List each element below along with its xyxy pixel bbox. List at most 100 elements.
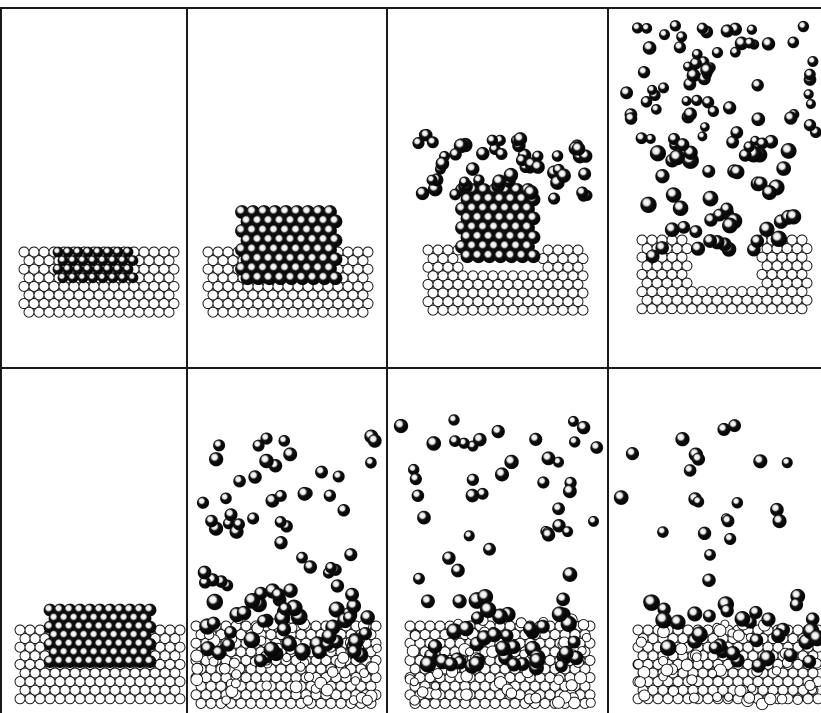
sputtered-atom (588, 516, 598, 526)
sputtered-atom (275, 516, 286, 527)
lattice-atom (420, 698, 430, 708)
sputtered-atom (752, 113, 765, 126)
lattice-atom (308, 307, 318, 317)
sputtered-atom (88, 273, 98, 283)
sputtered-atom (495, 468, 508, 481)
lattice-atom (510, 698, 520, 708)
lattice-atom (744, 692, 755, 703)
sputtered-atom (638, 66, 650, 78)
sputtered-atom (762, 38, 775, 51)
sputtered-atom (272, 588, 285, 601)
lattice-atom (358, 307, 368, 317)
sputtered-atom (660, 640, 676, 656)
sputtered-atom (782, 458, 792, 468)
sputtered-atom (221, 493, 232, 504)
lattice-atom (35, 694, 45, 704)
sputtered-atom (704, 234, 717, 247)
sputtered-atom (735, 611, 750, 626)
sputtered-atom (496, 148, 507, 159)
lattice-atom (661, 664, 673, 676)
sputtered-atom (466, 489, 479, 502)
sputtered-atom (255, 587, 268, 600)
sputtered-atom (338, 504, 350, 516)
lattice-atom (44, 307, 54, 317)
lattice-atom (134, 307, 144, 317)
lattice-atom (687, 304, 697, 314)
lattice-atom (578, 305, 588, 315)
sputtered-atom (762, 186, 776, 200)
sputtered-atom (709, 642, 721, 654)
sputtered-atom (572, 142, 585, 155)
sputtered-atom (692, 49, 702, 59)
sputtered-atom (760, 222, 774, 236)
lattice-atom (248, 307, 258, 317)
lattice-atom (114, 307, 124, 317)
sputtered-atom (632, 23, 642, 33)
sputtered-atom (804, 119, 816, 131)
sputtered-atom (98, 273, 108, 283)
sputtered-atom (762, 613, 775, 626)
lattice-atom (94, 307, 104, 317)
sputtered-atom (772, 628, 784, 640)
lattice-atom (191, 650, 203, 662)
sputtered-atom (751, 235, 764, 248)
sputtered-atom (128, 273, 138, 283)
lattice-atom (647, 304, 657, 314)
sputtered-atom (752, 79, 764, 91)
lattice-atom (290, 681, 302, 693)
sputtered-atom (722, 515, 734, 527)
sputtered-atom (464, 531, 474, 541)
lattice-atom (105, 694, 115, 704)
lattice-atom (362, 695, 372, 705)
sputtered-atom (225, 509, 237, 521)
lattice-atom (707, 304, 717, 314)
lattice-atom (578, 620, 588, 630)
sputtered-atom (745, 38, 755, 48)
sputtered-atom (684, 108, 697, 121)
lattice-atom (232, 670, 241, 679)
lattice-atom (65, 694, 75, 704)
sputtered-atom (636, 133, 647, 144)
lattice-atom (737, 304, 747, 314)
sputtered-atom (703, 165, 715, 177)
lattice-atom (582, 633, 590, 641)
sputtered-atom (683, 62, 692, 71)
sputtered-atom (722, 218, 737, 233)
sputtered-atom (451, 564, 464, 577)
sputtered-atom (750, 634, 763, 647)
sputtered-atom (788, 37, 799, 48)
sputtered-atom (688, 607, 702, 621)
sputtered-atom (621, 87, 633, 99)
sputtered-atom (559, 646, 573, 660)
sputtered-atom (644, 595, 660, 611)
sputtered-atom (804, 90, 813, 99)
sputtered-atom (650, 146, 665, 161)
lattice-atom (340, 668, 350, 678)
lattice-atom (348, 307, 358, 317)
sputtered-atom (348, 645, 361, 658)
lattice-atom (506, 688, 517, 699)
sputtered-atom (249, 471, 262, 484)
sputtered-atom (118, 273, 128, 283)
sputtered-atom (665, 223, 679, 237)
lattice-atom (518, 305, 528, 315)
lattice-atom (135, 694, 145, 704)
sputtered-atom (297, 552, 308, 563)
lattice-atom (231, 679, 240, 688)
lattice-atom (438, 305, 448, 315)
lattice-atom (653, 694, 663, 704)
sputtered-atom (212, 646, 226, 660)
lattice-atom (124, 307, 134, 317)
sputtered-atom (532, 151, 543, 162)
sputtered-atom (785, 112, 797, 124)
sputtered-atom (476, 147, 489, 160)
sputtered-atom (563, 485, 576, 498)
sputtered-atom (282, 637, 296, 651)
lattice-atom (805, 680, 815, 690)
sputtered-atom (324, 490, 336, 502)
sputtered-atom (237, 606, 251, 620)
lattice-atom (548, 305, 558, 315)
lattice-atom (697, 304, 707, 314)
lattice-atom (54, 307, 64, 317)
lattice-atom (793, 695, 802, 704)
